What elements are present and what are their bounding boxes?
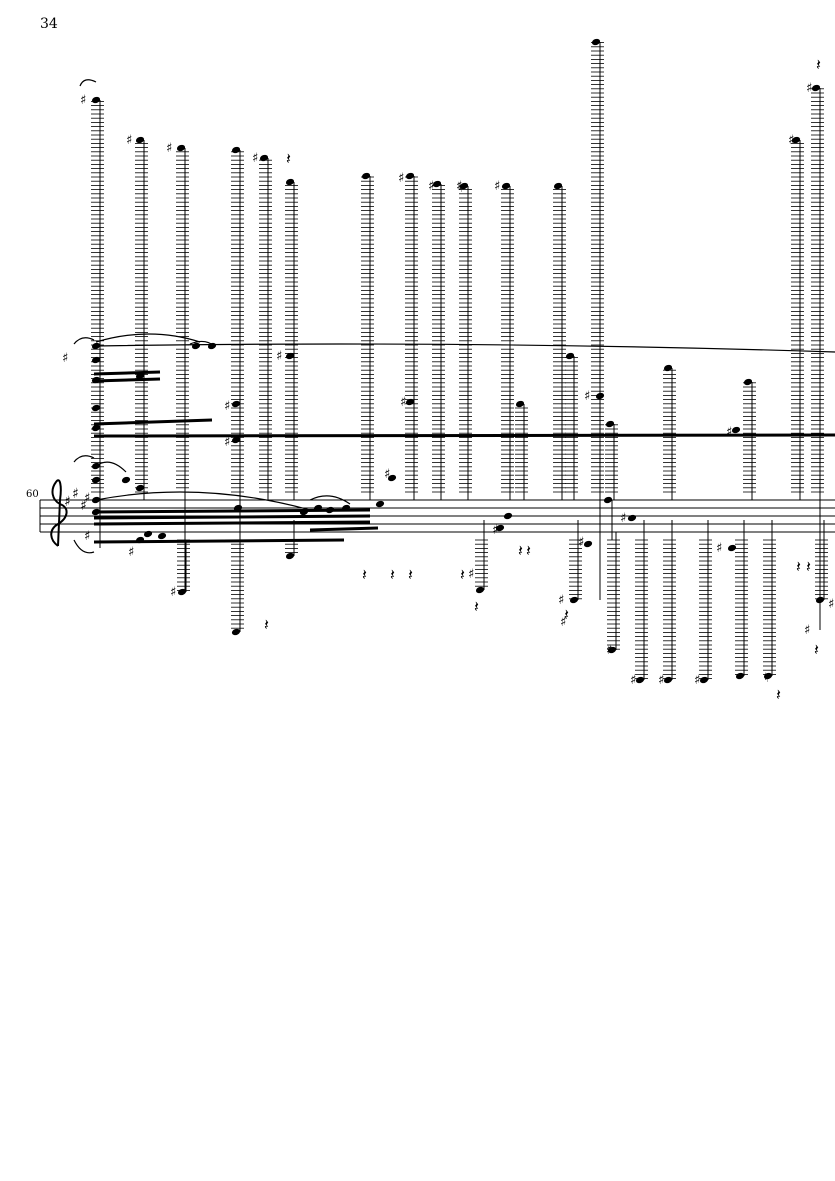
- svg-text:♯: ♯: [828, 597, 834, 612]
- svg-text:♯: ♯: [806, 81, 812, 96]
- svg-text:♯: ♯: [578, 535, 584, 550]
- slurs: [73, 79, 835, 554]
- noteheads: [91, 38, 825, 684]
- svg-text:♯: ♯: [788, 133, 794, 148]
- svg-text:♯: ♯: [456, 179, 462, 194]
- svg-text:♯: ♯: [630, 673, 636, 688]
- svg-text:♯: ♯: [64, 494, 71, 510]
- stems: [99, 42, 825, 680]
- svg-text:♯: ♯: [72, 486, 79, 502]
- svg-text:♯: ♯: [400, 395, 406, 410]
- beams: [93, 370, 835, 544]
- svg-text:𝄽: 𝄽: [460, 565, 465, 584]
- svg-text:♯: ♯: [694, 673, 700, 688]
- svg-text:♯: ♯: [804, 623, 810, 638]
- svg-text:♯: ♯: [126, 133, 132, 148]
- svg-text:♯: ♯: [468, 567, 474, 582]
- svg-text:♮: ♮: [764, 671, 769, 686]
- svg-text:♯: ♯: [492, 523, 498, 538]
- svg-text:♯: ♯: [276, 349, 282, 364]
- svg-text:♯: ♯: [170, 585, 176, 600]
- svg-text:𝄽: 𝄽: [564, 605, 569, 624]
- svg-text:♯: ♯: [558, 593, 564, 608]
- svg-text:♯: ♯: [716, 541, 722, 556]
- svg-text:♯: ♯: [80, 498, 87, 514]
- svg-text:♯: ♯: [560, 615, 566, 630]
- svg-text:𝄽: 𝄽: [776, 685, 781, 704]
- staff: [39, 499, 835, 533]
- svg-text:𝄽: 𝄽: [816, 55, 821, 74]
- svg-text:♯: ♯: [428, 179, 434, 194]
- svg-text:♯: ♯: [80, 93, 86, 108]
- svg-text:♯: ♯: [252, 151, 258, 166]
- svg-text:♯: ♯: [726, 425, 732, 440]
- svg-text:♯: ♯: [384, 467, 390, 482]
- treble-clef-icon: [50, 479, 68, 547]
- svg-text:♯: ♯: [128, 545, 134, 560]
- svg-text:♯: ♯: [84, 491, 90, 506]
- svg-text:♯: ♯: [606, 643, 612, 658]
- svg-text:♯: ♯: [620, 511, 626, 526]
- svg-text:♯: ♯: [166, 141, 172, 156]
- measure-number: 60: [26, 489, 39, 500]
- key-signature: ♯ ♯ ♯: [64, 486, 87, 514]
- svg-text:𝄽: 𝄽: [408, 565, 413, 584]
- svg-text:𝄽: 𝄽: [264, 615, 269, 634]
- svg-text:𝄽: 𝄽: [362, 565, 367, 584]
- svg-text:♯: ♯: [494, 179, 500, 194]
- svg-text:𝄽: 𝄽: [518, 541, 523, 560]
- svg-text:𝄽: 𝄽: [390, 565, 395, 584]
- svg-text:♯: ♯: [224, 435, 230, 450]
- svg-text:♯: ♯: [584, 389, 590, 404]
- svg-text:𝄽: 𝄽: [526, 541, 531, 560]
- svg-text:𝄽: 𝄽: [796, 557, 801, 576]
- svg-text:♮: ♮: [458, 181, 463, 196]
- ledger-columns: [91, 42, 828, 679]
- accidentals: ♯♯♯♯♯♯♯♯♯♯♯♯♯♯♯♯♯♯♯♯♯♯♯♯♯♯♯♯♯♯♯♯♯♯♯♮♮: [62, 81, 834, 688]
- svg-text:𝄽: 𝄽: [474, 597, 479, 616]
- svg-text:𝄽: 𝄽: [806, 557, 811, 576]
- svg-text:♯: ♯: [62, 351, 68, 366]
- rests: 𝄽𝄽𝄽𝄽𝄽𝄽𝄽𝄽𝄽𝄽𝄽𝄽𝄽𝄽𝄽: [264, 55, 821, 704]
- svg-text:♯: ♯: [658, 673, 664, 688]
- page-number: 34: [40, 16, 58, 32]
- svg-text:𝄽: 𝄽: [286, 149, 291, 168]
- svg-text:♯: ♯: [398, 171, 404, 186]
- svg-text:𝄽: 𝄽: [814, 640, 819, 659]
- svg-text:♯: ♯: [224, 399, 230, 414]
- svg-text:♯: ♯: [84, 529, 90, 544]
